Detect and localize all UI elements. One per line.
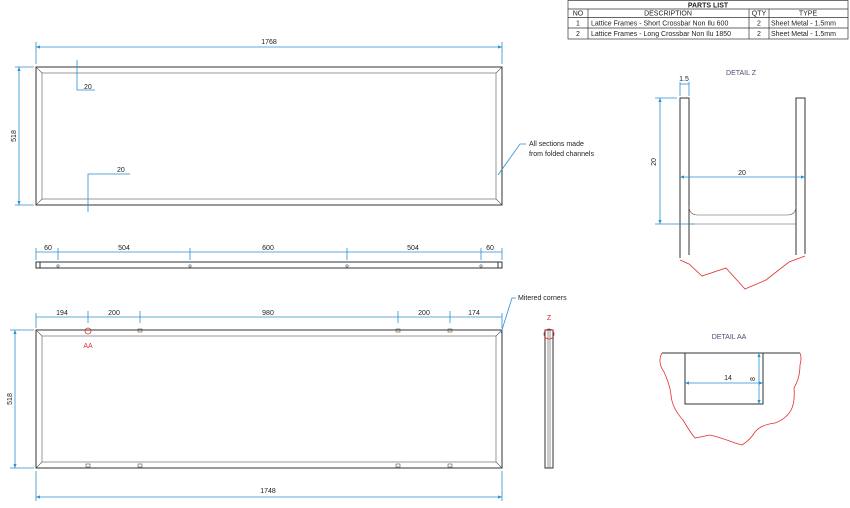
detail-z-width-dim: 20 <box>738 170 746 177</box>
detail-z-title: DETAIL Z <box>726 70 757 77</box>
strip-view: 60 504 600 504 60 <box>35 245 503 269</box>
table-row: 2 Lattice Frames - Long Crossbar Non Ilu… <box>576 31 836 38</box>
detail-z-thickness-dim: 1.5 <box>679 76 689 83</box>
header-type: TYPE <box>799 11 818 18</box>
bottom-dim-3: 980 <box>262 310 274 317</box>
header-no: NO <box>573 11 584 18</box>
detail-aa-height-dim: 8 <box>750 377 757 381</box>
bottom-height-dim: 518 <box>7 393 14 405</box>
top-inset-dim: 20 <box>84 84 92 91</box>
strip-dim-3: 600 <box>262 245 274 252</box>
row-type: Sheet Metal - 1.5mm <box>771 21 836 28</box>
bottom-view: AA 194 200 980 200 174 518 1748 Mitered … <box>7 295 567 501</box>
header-qty: QTY <box>752 11 767 18</box>
strip-dim-2: 504 <box>118 245 130 252</box>
row-qty: 2 <box>757 21 761 28</box>
side-inset-dim: 20 <box>117 167 125 174</box>
top-height-dim: 518 <box>11 130 18 142</box>
row-description: Lattice Frames - Short Crossbar Non Ilu … <box>591 21 728 28</box>
row-no: 1 <box>576 21 580 28</box>
header-description: DESCRIPTION <box>644 11 692 18</box>
detail-z: DETAIL Z 20 20 1.5 <box>651 70 806 290</box>
bottom-dim-1: 194 <box>56 310 68 317</box>
parts-list-title: PARTS LIST <box>688 3 729 10</box>
row-description: Lattice Frames - Long Crossbar Non Ilu 1… <box>591 31 731 38</box>
parts-list-table: PARTS LIST NO DESCRIPTION QTY TYPE 1 Lat… <box>567 0 849 40</box>
detail-aa-width-dim: 14 <box>724 375 732 382</box>
detail-z-marker <box>543 328 555 340</box>
row-no: 2 <box>576 31 580 38</box>
detail-aa-label: AA <box>83 343 93 350</box>
table-row: 1 Lattice Frames - Short Crossbar Non Il… <box>576 21 836 28</box>
mitered-corners-note: Mitered corners <box>518 295 567 302</box>
bottom-dim-4: 200 <box>418 310 430 317</box>
bottom-width-dim: 1748 <box>260 488 276 495</box>
bottom-dim-2: 200 <box>108 310 120 317</box>
detail-z-label: Z <box>547 315 552 322</box>
detail-aa-title: DETAIL AA <box>712 334 747 341</box>
side-section-view: Z <box>543 315 555 469</box>
detail-aa-marker <box>84 327 92 335</box>
top-width-dim: 1768 <box>261 39 277 46</box>
row-type: Sheet Metal - 1.5mm <box>771 31 836 38</box>
row-qty: 2 <box>757 31 761 38</box>
strip-dim-5: 60 <box>486 245 494 252</box>
detail-z-height-dim: 20 <box>651 158 658 166</box>
strip-dim-4: 504 <box>407 245 419 252</box>
bottom-dim-5: 174 <box>468 310 480 317</box>
strip-dim-1: 60 <box>44 245 52 252</box>
detail-aa: DETAIL AA 14 8 <box>659 334 802 446</box>
